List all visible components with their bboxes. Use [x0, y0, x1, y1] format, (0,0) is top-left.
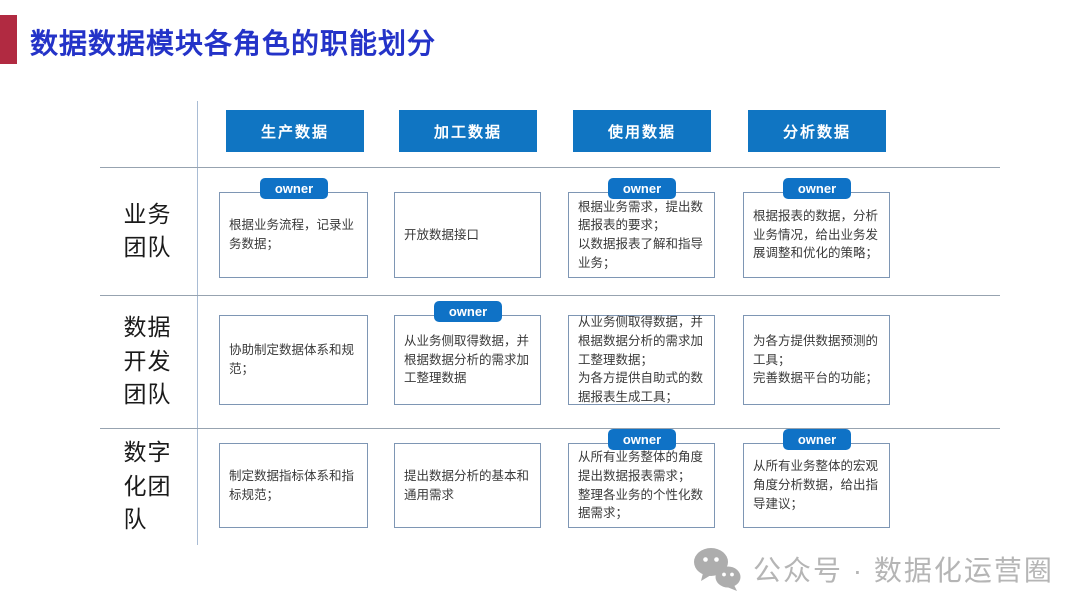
cell-text: 根据业务流程，记录业务数据； [229, 218, 355, 251]
wechat-icon [694, 548, 741, 591]
cell-text: 从业务侧取得数据，并根据数据分析的需求加工整理数据； 为各方提供自助式的数据报表… [578, 315, 704, 405]
watermark: 公众号 · 数据化运营圈 [693, 544, 1054, 594]
column-header-use-data: 使用数据 [573, 110, 711, 152]
cell-datadev-analyze: 为各方提供数据预测的工具； 完善数据平台的功能； [743, 315, 890, 405]
cell-business-produce: 根据业务流程，记录业务数据； [219, 192, 368, 278]
row-header-data-dev-team: 数据开发团队 [100, 295, 197, 428]
owner-badge: owner [434, 301, 502, 322]
cell-text: 从所有业务整体的角度提出数据报表需求； 整理各业务的个性化数据需求； [578, 450, 704, 521]
cell-business-analyze: 根据报表的数据，分析业务情况，给出业务发展调整和优化的策略； [743, 192, 890, 278]
watermark-text: 公众号 · 数据化运营圈 [753, 555, 1054, 586]
cell-text: 从所有业务整体的宏观角度分析数据，给出指导建议； [753, 459, 879, 511]
row-divider-bottom [100, 428, 1000, 429]
table-vertical-divider [197, 101, 198, 545]
row-header-digitalization-team: 数字化团队 [100, 428, 197, 545]
cell-digital-process: 提出数据分析的基本和通用需求 [394, 443, 541, 528]
row-header-label: 数据开发团队 [123, 314, 172, 408]
column-header-produce-data: 生产数据 [226, 110, 364, 152]
owner-badge: owner [608, 178, 676, 199]
cell-text: 提出数据分析的基本和通用需求 [404, 468, 530, 502]
column-header-analyze-data: 分析数据 [748, 110, 886, 152]
row-divider-middle [100, 295, 1000, 296]
column-header-process-data: 加工数据 [399, 110, 537, 152]
row-divider-top [100, 167, 1000, 168]
cell-text: 开放数据接口 [404, 227, 480, 242]
cell-business-process: 开放数据接口 [394, 192, 541, 278]
cell-datadev-produce: 协助制定数据体系和规范； [219, 315, 368, 405]
cell-text: 为各方提供数据预测的工具； 完善数据平台的功能； [753, 333, 879, 386]
cell-digital-produce: 制定数据指标体系和指标规范； [219, 443, 368, 528]
owner-badge: owner [260, 178, 328, 199]
cell-text: 协助制定数据体系和规范； [229, 343, 355, 376]
row-header-business-team: 业务团队 [100, 167, 197, 295]
cell-datadev-process: 从业务侧取得数据，并根据数据分析的需求加工整理数据 [394, 315, 541, 405]
cell-text: 根据业务需求，提出数据报表的要求； 以数据报表了解和指导业务； [578, 199, 704, 270]
cell-text: 从业务侧取得数据，并根据数据分析的需求加工整理数据 [404, 333, 530, 386]
cell-text: 根据报表的数据，分析业务情况，给出业务发展调整和优化的策略； [753, 208, 879, 261]
row-header-label: 业务团队 [123, 200, 172, 260]
row-header-label: 数字化团队 [123, 439, 172, 533]
cell-text: 制定数据指标体系和指标规范； [229, 468, 355, 502]
page-title: 数据数据模块各角色的职能划分 [30, 28, 437, 59]
title-accent-bar [0, 15, 17, 64]
cell-digital-use: 从所有业务整体的角度提出数据报表需求； 整理各业务的个性化数据需求； [568, 443, 715, 528]
cell-datadev-use: 从业务侧取得数据，并根据数据分析的需求加工整理数据； 为各方提供自助式的数据报表… [568, 315, 715, 405]
owner-badge: owner [783, 429, 851, 450]
owner-badge: owner [608, 429, 676, 450]
owner-badge: owner [783, 178, 851, 199]
cell-business-use: 根据业务需求，提出数据报表的要求； 以数据报表了解和指导业务； [568, 192, 715, 278]
cell-digital-analyze: 从所有业务整体的宏观角度分析数据，给出指导建议； [743, 443, 890, 528]
